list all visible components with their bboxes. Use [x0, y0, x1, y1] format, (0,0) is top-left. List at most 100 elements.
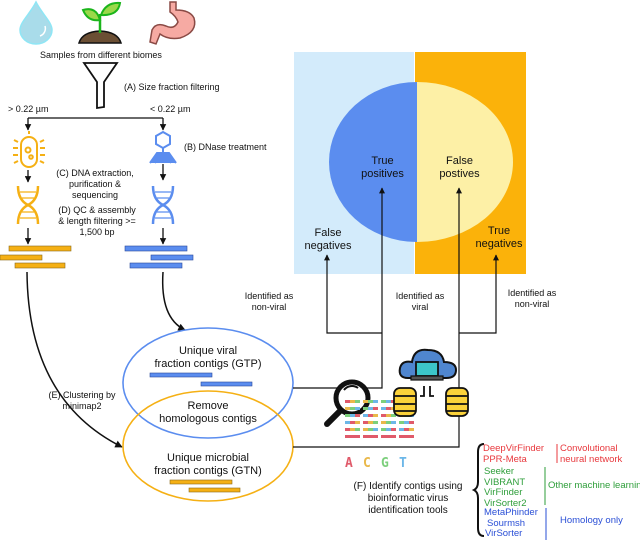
sequence-cell	[391, 435, 396, 438]
step-d-label: (D) QC & assembly & length filtering >= …	[52, 205, 142, 238]
idl-line: non-viral	[251, 302, 287, 312]
false-negatives-label: False negatives	[300, 227, 356, 253]
sequence-cell	[368, 414, 373, 417]
sequence-cell	[350, 435, 355, 438]
tn-line: negatives	[475, 238, 523, 250]
sequence-cell	[368, 428, 373, 431]
sequence-cell	[363, 400, 368, 403]
tool-item: VIBRANT	[484, 476, 526, 488]
tp-line: True	[371, 155, 394, 167]
tool-category-label: Other machine learning	[548, 480, 640, 491]
sequence-cell	[391, 428, 396, 431]
sequence-cell	[373, 435, 378, 438]
sequence-cell	[363, 414, 368, 417]
sequence-cell	[391, 421, 396, 424]
sequence-cell	[350, 414, 355, 417]
sequence-cell	[399, 421, 404, 424]
idr-line: Identified as	[507, 288, 557, 298]
tool-category-label: Convolutional	[560, 443, 618, 454]
tp-line: positives	[361, 168, 404, 180]
identified-viral-label: Identified as viral	[385, 291, 455, 313]
idv-line: Identified as	[395, 291, 445, 301]
sequence-cell	[345, 428, 350, 431]
database-icon-left	[393, 387, 417, 417]
identified-nonviral-left-label: Identified as non-viral	[234, 291, 304, 313]
sequence-cell	[373, 428, 378, 431]
sequence-cell	[350, 421, 355, 424]
sequence-cell	[355, 435, 360, 438]
step-b-label: (B) DNase treatment	[184, 142, 267, 152]
step-d-line: 1,500 bp	[79, 227, 115, 237]
base-a: A	[345, 456, 353, 471]
tool-category-label: Homology only	[560, 515, 623, 526]
venn-viral-line: Unique viral	[178, 345, 238, 357]
identified-nonviral-right-label: Identified as non-viral	[497, 288, 567, 310]
idv-line: viral	[411, 302, 429, 312]
true-negatives-label: True negatives	[471, 225, 527, 251]
sequence-cell	[368, 435, 373, 438]
venn-microbial-label: Unique microbial fraction contigs (GTN)	[140, 452, 276, 478]
phage-icon	[149, 130, 177, 164]
sequence-cell	[363, 407, 368, 410]
fn-line: False	[314, 227, 342, 239]
sequence-cell	[409, 428, 414, 431]
sequence-cell	[345, 414, 350, 417]
sequence-cell	[399, 435, 404, 438]
cloud-computing-icon	[398, 348, 458, 397]
sequence-cell	[355, 421, 360, 424]
sequence-cell	[409, 421, 414, 424]
base-t: T	[399, 456, 407, 471]
sequence-cell	[381, 414, 386, 417]
step-c-line: sequencing	[71, 190, 119, 200]
predicted-viral-blue-half	[329, 82, 417, 242]
microbial-contigs	[0, 245, 72, 269]
sequence-cell	[381, 400, 386, 403]
sequence-cell	[350, 428, 355, 431]
venn-viral-line: fraction contigs (GTP)	[154, 358, 262, 370]
base-g: G	[381, 456, 389, 471]
viral-contigs	[124, 245, 194, 269]
sequence-cell	[355, 407, 360, 410]
sequence-cell	[345, 435, 350, 438]
step-c-label: (C) DNA extraction, purification & seque…	[55, 168, 135, 201]
venn-overlap-label: Remove homologous contigs	[148, 400, 268, 426]
sequence-cell	[350, 400, 355, 403]
sequence-cell	[355, 414, 360, 417]
true-positives-label: True positives	[355, 155, 410, 181]
venn-overlap-line: Remove	[187, 400, 229, 412]
database-icon-right	[445, 387, 469, 417]
sequence-cell	[386, 400, 391, 403]
sequence-cell	[345, 400, 350, 403]
sequence-cell	[409, 435, 414, 438]
sequence-cell	[368, 400, 373, 403]
predicted-viral-yellow-half	[417, 82, 513, 242]
venn-microbial-line: fraction contigs (GTN)	[154, 465, 262, 477]
venn-overlap-line: homologous contigs	[159, 413, 257, 425]
sequence-cell	[373, 400, 378, 403]
step-f-label: (F) Identify contigs using bioinformatic…	[343, 481, 473, 517]
tool-item: VirSorter	[485, 528, 523, 539]
fp-line: postives	[439, 168, 480, 180]
step-e-line: (E) Clustering by	[48, 390, 116, 400]
idr-line: non-viral	[514, 299, 550, 309]
sequence-cell	[345, 421, 350, 424]
sequence-cell	[368, 421, 373, 424]
fn-line: negatives	[304, 240, 352, 252]
venn-viral-label: Unique viral fraction contigs (GTP)	[148, 345, 268, 371]
microbial-ellipse	[122, 390, 294, 502]
step-a-label: (A) Size fraction filtering	[124, 82, 220, 92]
tool-item: Sourmsh	[487, 517, 526, 529]
sequence-cell	[363, 428, 368, 431]
stomach-icon	[149, 1, 196, 45]
step-e-line: minimap2	[62, 401, 102, 411]
sequence-cell	[381, 428, 386, 431]
step-f-line: bioinformatic virus	[367, 493, 449, 504]
tool-item: MetaPhinder	[484, 507, 538, 518]
tool-item: Seeker	[484, 466, 515, 477]
sequence-cell	[386, 414, 391, 417]
tool-item: DeepVirFinder	[483, 443, 545, 454]
sequence-cell	[386, 428, 391, 431]
sequence-cell	[373, 407, 378, 410]
sequence-cell	[404, 435, 409, 438]
